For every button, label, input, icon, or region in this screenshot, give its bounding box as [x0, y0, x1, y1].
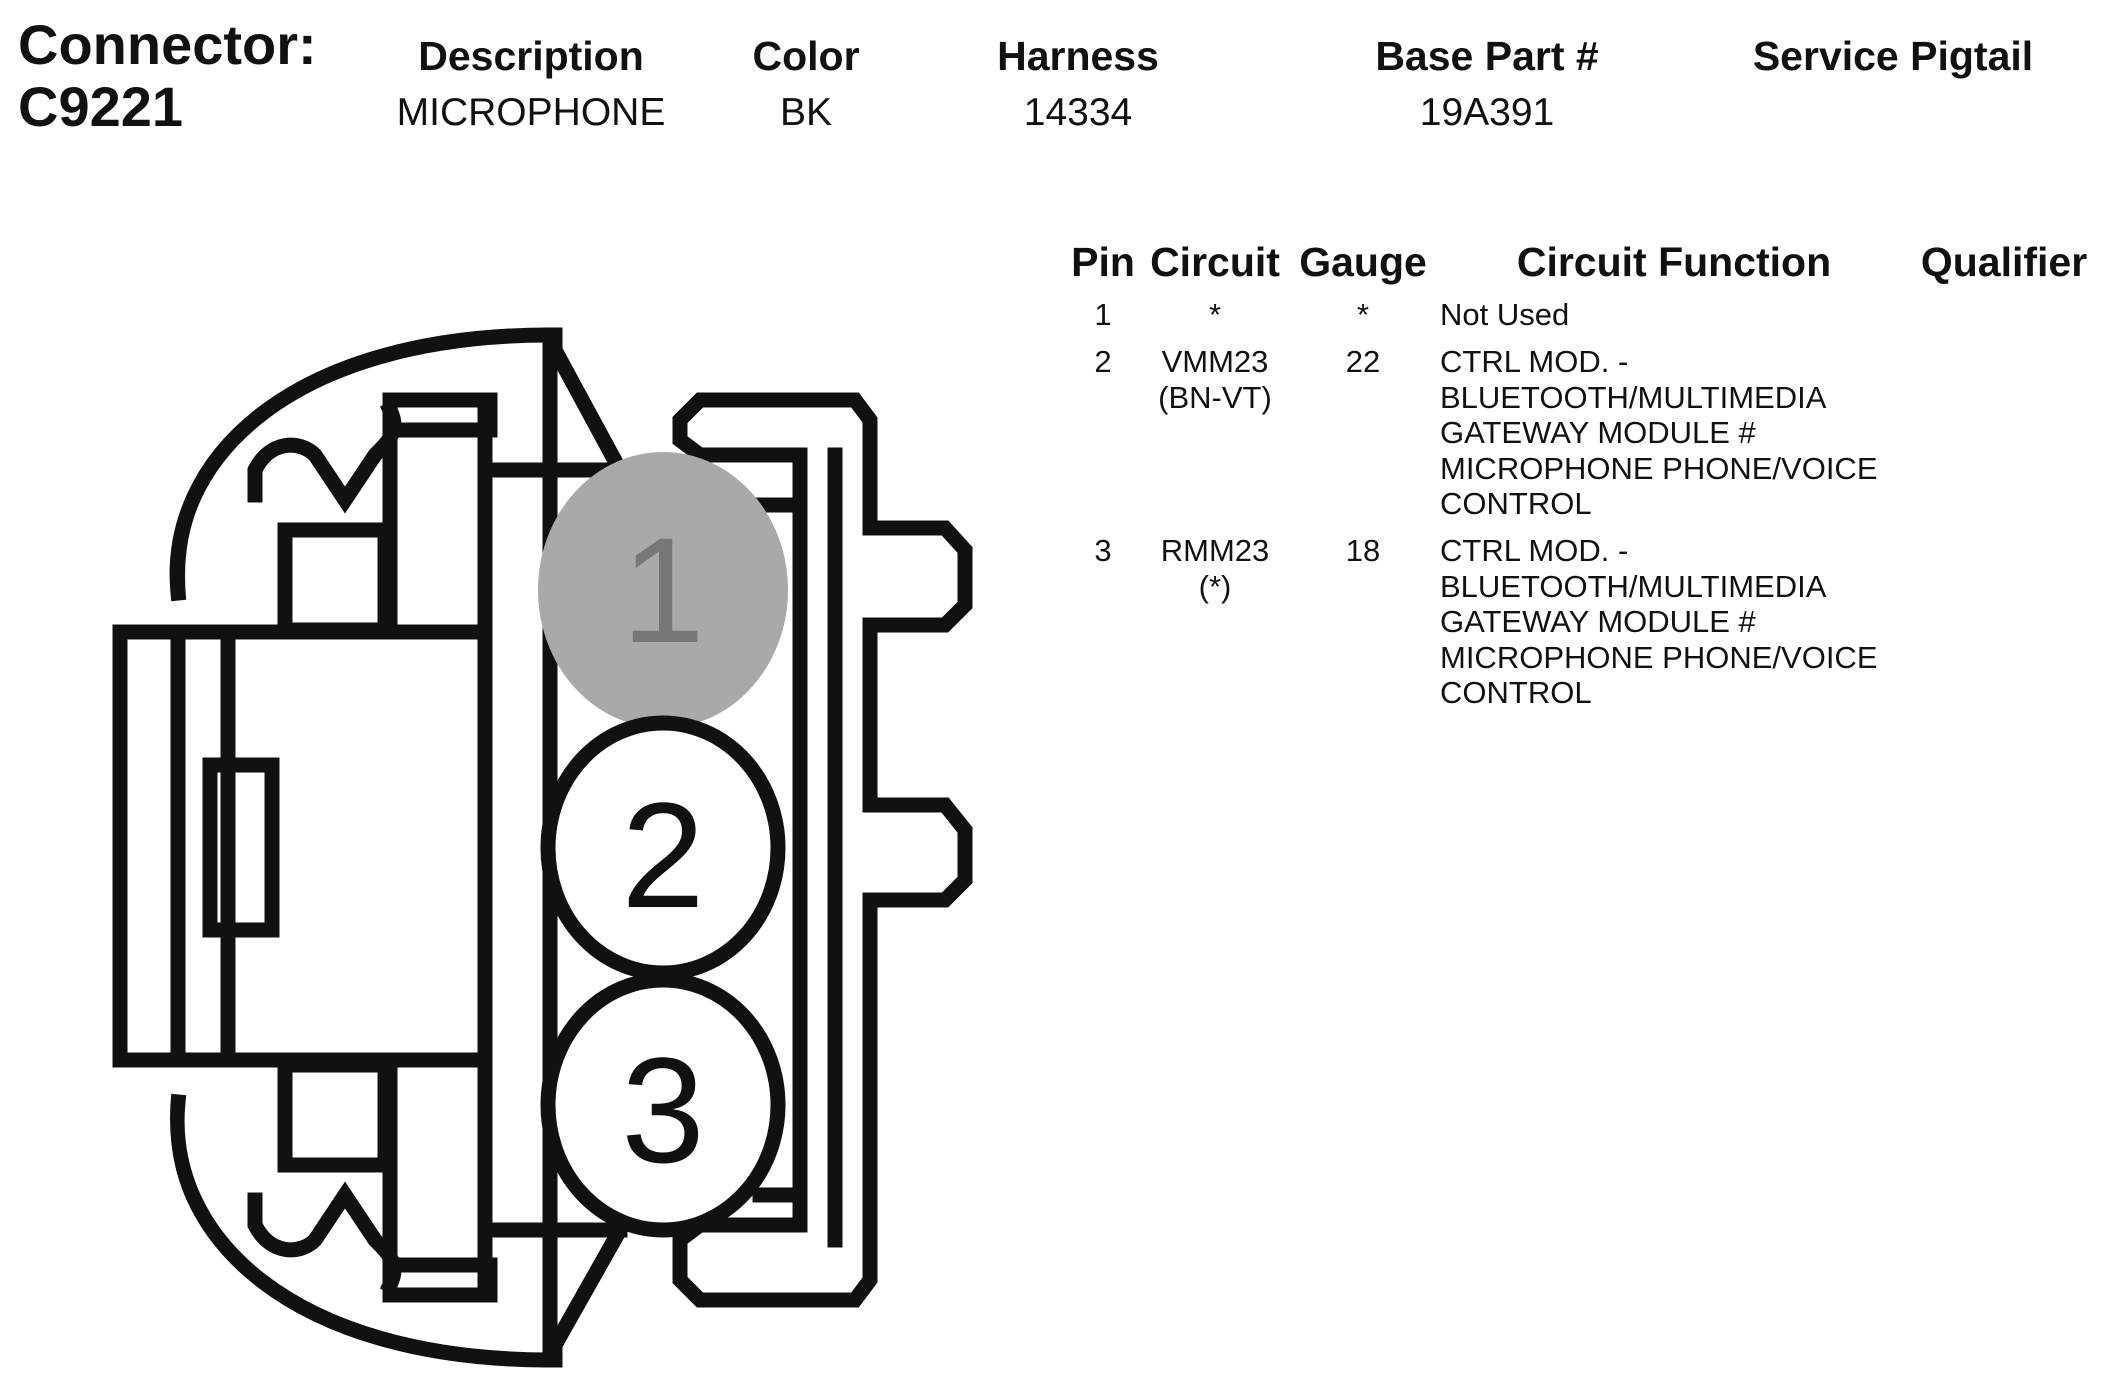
pin-3-label: 3: [621, 1026, 704, 1194]
harness-header: Harness: [997, 33, 1159, 79]
circuit-function-cell: CTRL MOD. - BLUETOOTH/MULTIMEDIA GATEWAY…: [1440, 533, 1878, 710]
base-part-header: Base Part #: [1375, 33, 1599, 79]
connector-bottom-hook: [169, 1093, 563, 1368]
base-part-value: 19A391: [1419, 91, 1555, 134]
circuit-function-cell: CTRL MOD. - BLUETOOTH/MULTIMEDIA GATEWAY…: [1440, 344, 1878, 521]
top-rail: [382, 392, 498, 438]
pin-cell: 2: [1094, 344, 1112, 379]
bottom-frame: [382, 1052, 493, 1303]
pin-cell: 1: [1094, 297, 1112, 332]
circuit-cell: VMM23 (BN-VT): [1158, 344, 1272, 415]
gauge-column-header: Gauge: [1299, 239, 1427, 285]
description-header: Description: [418, 33, 644, 79]
circuit-cell: RMM23 (*): [1160, 533, 1270, 604]
gauge-cell: *: [1356, 297, 1370, 332]
pin-3-cavity: 3: [540, 972, 786, 1238]
top-tab: [277, 522, 393, 638]
connector-label: Connector:: [18, 13, 317, 76]
bottom-tab: [277, 1057, 393, 1173]
gauge-cell: 18: [1345, 533, 1381, 568]
circuit-column-header: Circuit: [1150, 239, 1280, 285]
circuit-cell: *: [1208, 297, 1222, 332]
pin-1-label: 1: [621, 506, 704, 674]
connector-top-hook: [169, 327, 563, 602]
connector-header: Connector: C9221: [18, 14, 317, 138]
description-value: MICROPHONE: [396, 91, 666, 134]
bottom-rail: [382, 1257, 498, 1303]
connector-id: C9221: [18, 75, 184, 138]
connector-bottom-inner-arc: [247, 1181, 402, 1296]
center-rail-inner: [544, 339, 631, 1356]
latch-slot: [202, 757, 280, 938]
color-header: Color: [752, 33, 860, 79]
pin-column-header: Pin: [1071, 239, 1135, 285]
top-frame: [382, 392, 493, 640]
pin-1-cavity: 1: [538, 452, 788, 728]
harness-value: 14334: [1023, 91, 1133, 134]
pin-cell: 3: [1094, 533, 1112, 568]
qualifier-column-header: Qualifier: [1920, 239, 2088, 285]
connector-top-inner-arc: [247, 399, 402, 514]
pin-2-cavity: 2: [540, 715, 786, 981]
color-value: BK: [779, 91, 833, 134]
gauge-cell: 22: [1345, 344, 1381, 379]
service-pigtail-header: Service Pigtail: [1752, 33, 2034, 79]
circuit-function-column-header: Circuit Function: [1516, 239, 1832, 285]
right-housing: [672, 392, 973, 1308]
pin-2-label: 2: [621, 771, 704, 939]
circuit-function-cell: Not Used: [1440, 297, 1570, 332]
